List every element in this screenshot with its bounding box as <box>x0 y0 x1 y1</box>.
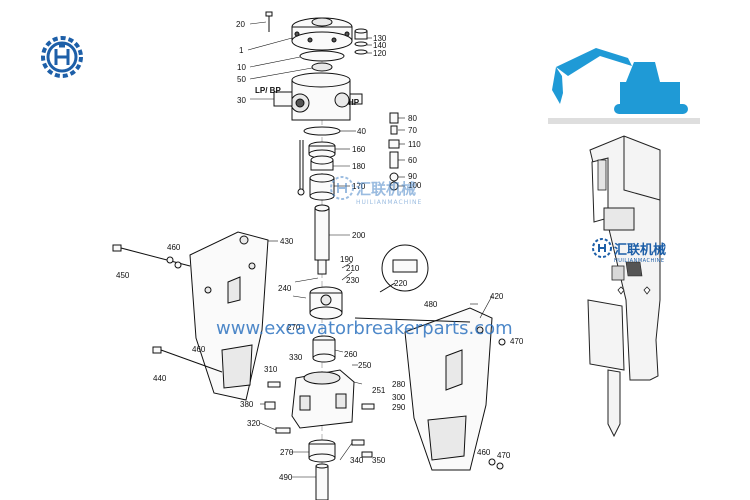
rod-part-480 <box>354 317 471 323</box>
part-label: 240 <box>278 284 292 293</box>
nut-part-470-top <box>498 338 506 346</box>
part-label: 380 <box>240 400 254 409</box>
part-label: 450 <box>116 271 130 280</box>
watermark-brand-cn: 汇联机械 <box>356 180 416 198</box>
part-label: 30 <box>237 96 246 105</box>
long-bolt-part-440 <box>152 346 223 373</box>
part-label: 130 <box>373 34 387 43</box>
top-cap-part <box>291 17 353 51</box>
part-label: 350 <box>372 456 386 465</box>
part-label: 440 <box>153 374 167 383</box>
part-label: 230 <box>346 276 360 285</box>
cylinder-part-230 <box>309 286 343 320</box>
part-label: 490 <box>279 473 293 482</box>
valve-label-lp-bp: LP/ BP <box>255 86 281 95</box>
part-label: 270 <box>280 448 294 457</box>
watermark-url: www.excavatorbreakerparts.com <box>216 318 513 339</box>
part-label: 460 <box>192 345 206 354</box>
part-label: 460 <box>477 448 491 457</box>
part-label: 420 <box>490 292 504 301</box>
part-label: 340 <box>350 456 364 465</box>
nut-part-460-a <box>166 256 174 264</box>
seal-part-50 <box>311 62 333 72</box>
side-gear-logo-icon <box>592 238 612 258</box>
bushing-part-270 <box>308 439 336 463</box>
chisel-part-490 <box>315 463 329 500</box>
small-parts-right-column <box>354 28 400 191</box>
part-label: 210 <box>346 264 360 273</box>
watermark-brand-en: HUILIANMACHINE <box>356 199 422 206</box>
part-label: 200 <box>352 231 366 240</box>
o-ring-part-10 <box>299 50 345 62</box>
part-number-labels: 20 1 10 50 30 130 140 120 40 80 70 160 1… <box>116 20 524 482</box>
o-ring-part-40 <box>303 126 341 136</box>
part-label: 140 <box>373 41 387 50</box>
part-label: 100 <box>408 181 422 190</box>
part-label: 190 <box>340 255 354 264</box>
sleeve-part-180 <box>310 155 334 171</box>
part-label: 470 <box>497 451 511 460</box>
nut-part-470-bottom <box>496 462 504 470</box>
part-label: 220 <box>394 279 408 288</box>
part-label: 460 <box>167 243 181 252</box>
rod-part-left <box>297 140 305 196</box>
front-head-part-250 <box>291 369 355 429</box>
sleeve-part-170 <box>309 173 335 201</box>
valve-body-part-30 <box>273 72 363 121</box>
part-label: 480 <box>424 300 438 309</box>
part-label: 430 <box>280 237 294 246</box>
part-label: 120 <box>373 49 387 58</box>
side-brand-logo: 汇联机械 HUILIANMACHINE <box>592 238 666 264</box>
piston-part-200 <box>314 204 330 275</box>
part-label: 250 <box>358 361 372 370</box>
side-plate-right-part-420 <box>404 307 493 471</box>
part-label: 290 <box>392 403 406 412</box>
part-label: 70 <box>408 126 417 135</box>
pins-right <box>351 403 375 458</box>
part-label: 20 <box>236 20 245 29</box>
gear-logo-icon <box>41 36 83 78</box>
detail-circle-part-220 <box>379 244 429 293</box>
part-label: 251 <box>372 386 386 395</box>
part-label: 90 <box>408 172 417 181</box>
part-label: 280 <box>392 380 406 389</box>
sleeve-part-160 <box>308 141 336 159</box>
part-label: 180 <box>352 162 366 171</box>
nut-part-460-right <box>488 458 496 466</box>
part-label: 270 <box>287 323 301 332</box>
part-label: 470 <box>510 337 524 346</box>
part-label: 80 <box>408 114 417 123</box>
nut-part-460-b <box>174 261 182 269</box>
part-label: 330 <box>289 353 303 362</box>
side-brand-cn: 汇联机械 <box>614 242 666 258</box>
valve-label-hp: HP <box>348 98 360 107</box>
part-label: 300 <box>392 393 406 402</box>
pins-left <box>264 381 291 434</box>
part-label: 60 <box>408 156 417 165</box>
bolt-part-20 <box>265 11 273 32</box>
part-label: 1 <box>239 46 244 55</box>
part-label: 50 <box>237 75 246 84</box>
part-label: 310 <box>264 365 278 374</box>
leader-lines <box>247 21 493 478</box>
bushing-part-260 <box>312 335 336 363</box>
part-label: 110 <box>408 140 421 149</box>
hydraulic-breaker-assembly <box>587 135 661 438</box>
part-label: 160 <box>352 145 366 154</box>
part-label: 260 <box>344 350 358 359</box>
part-label: 10 <box>237 63 246 72</box>
part-label: 170 <box>352 182 366 191</box>
excavator-silhouette <box>548 48 700 124</box>
side-brand-en: HUILIANMACHINE <box>614 258 665 264</box>
center-watermark: 汇联机械 HUILIANMACHINE <box>330 176 422 206</box>
part-label: 40 <box>357 127 366 136</box>
part-label: 320 <box>247 419 261 428</box>
side-plate-left-part-430 <box>189 231 269 401</box>
watermark-gear-icon <box>330 176 354 200</box>
